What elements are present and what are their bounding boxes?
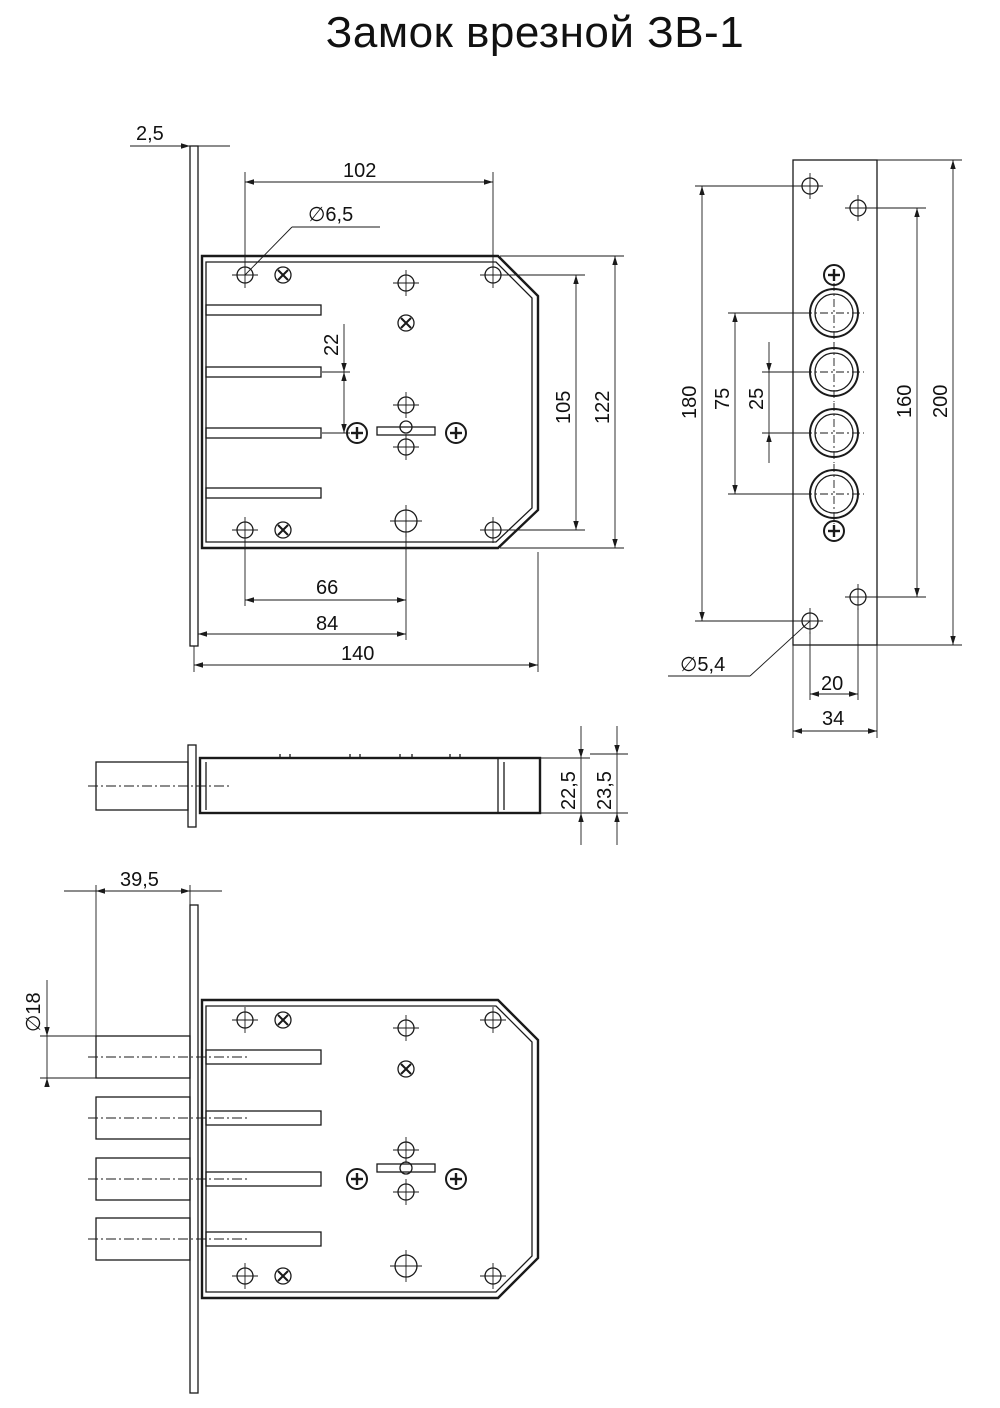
- mount-hole-icon: [231, 516, 259, 544]
- screw-icon: [397, 1060, 415, 1078]
- bolt-hole-icon: [803, 463, 865, 525]
- bolt-hole-icon: [803, 282, 865, 344]
- page-title: Замок врезной ЗВ-1: [325, 8, 745, 57]
- dim-d5-4: ∅5,4: [680, 654, 725, 676]
- screw-icon: [397, 314, 415, 332]
- mount-hole-icon: [392, 269, 420, 297]
- mount-hole-icon: [392, 1014, 420, 1042]
- dim-84: 84: [316, 613, 338, 635]
- top-view: 2,5 102 ∅6,5 22 105 122 66 84: [130, 123, 624, 672]
- screw-icon: [274, 266, 292, 284]
- dim-25: 25: [746, 388, 768, 410]
- faceplate-top: [189, 145, 199, 647]
- screw-icon: [274, 1267, 292, 1285]
- dim-23-5: 23,5: [594, 771, 616, 810]
- dim-102: 102: [343, 160, 376, 182]
- bottom-view: 39,5 ∅18: [23, 869, 540, 1394]
- mount-hole-icon: [390, 1250, 422, 1282]
- extended-bolts: [88, 1035, 322, 1261]
- dim-75: 75: [712, 388, 734, 410]
- faceplate-bottom: [189, 904, 199, 1394]
- lock-body-bottom: [200, 998, 540, 1300]
- screw-icon: [444, 421, 468, 445]
- dim-66: 66: [316, 577, 338, 599]
- keyhole-icon: [376, 1161, 436, 1175]
- mount-hole-icon: [392, 433, 420, 461]
- dim-20: 20: [821, 673, 843, 695]
- mount-hole-icon: [479, 1006, 507, 1034]
- screw-icon: [274, 521, 292, 539]
- dim-d6-5: ∅6,5: [308, 204, 353, 226]
- bolt-hole-icon: [803, 341, 865, 403]
- side-view: 22,5 23,5: [88, 726, 628, 845]
- dim-122: 122: [592, 391, 614, 424]
- mount-hole-icon: [392, 1178, 420, 1206]
- dim-34: 34: [822, 708, 844, 730]
- dim-22: 22: [321, 334, 343, 356]
- screw-icon: [822, 263, 846, 287]
- dim-2-5: 2,5: [136, 123, 164, 145]
- bolt-slots-top: [205, 304, 322, 499]
- mount-hole-icon: [390, 505, 422, 537]
- screw-icon: [345, 1167, 369, 1191]
- faceplate-view: 180 75 25 160 200 ∅5,4 20: [668, 159, 962, 738]
- mount-hole-icon: [231, 1006, 259, 1034]
- bolt-hole-icon: [803, 402, 865, 464]
- mount-hole-icon: [796, 172, 824, 200]
- mount-hole-icon: [392, 391, 420, 419]
- mount-hole-icon: [392, 1136, 420, 1164]
- dim-105: 105: [553, 391, 575, 424]
- dim-200: 200: [930, 385, 952, 418]
- dim-39-5: 39,5: [120, 869, 159, 891]
- screw-icon: [274, 1011, 292, 1029]
- screw-icon: [444, 1167, 468, 1191]
- keyhole-icon: [376, 420, 436, 436]
- dim-d18: ∅18: [23, 992, 45, 1032]
- dim-140: 140: [341, 643, 374, 665]
- faceplate-front: [792, 159, 878, 646]
- dim-160: 160: [894, 385, 916, 418]
- lock-body-top: [200, 254, 540, 550]
- dim-22-5: 22,5: [558, 771, 580, 810]
- mount-hole-icon: [231, 1262, 259, 1290]
- dim-180: 180: [679, 386, 701, 419]
- lock-body-side: [198, 756, 542, 815]
